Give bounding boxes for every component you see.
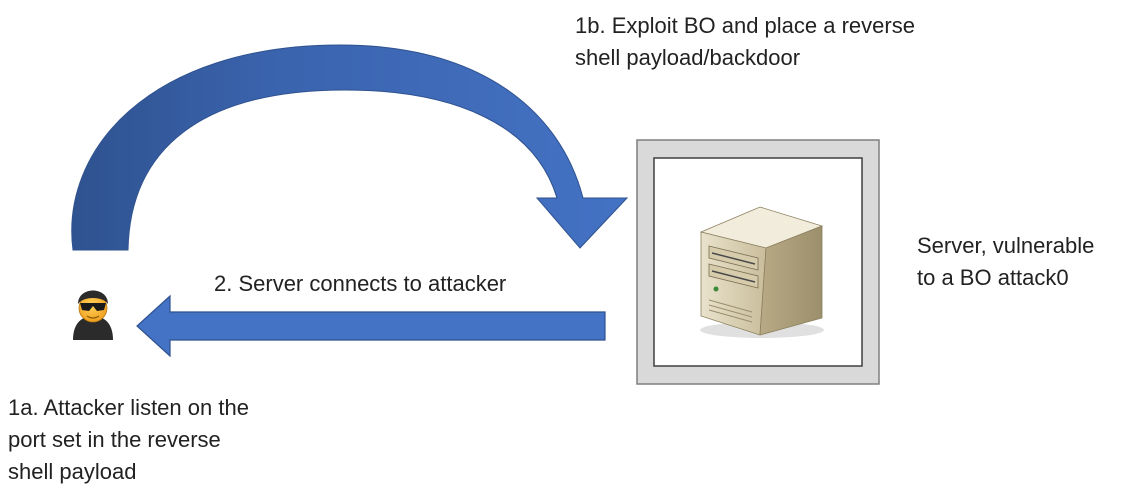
exploit-curved-arrow xyxy=(71,44,629,251)
exploit-step-label: 1b. Exploit BO and place a reverse shell… xyxy=(575,10,1015,74)
hacker-icon xyxy=(73,290,113,340)
attacker-step-line-3: shell payload xyxy=(8,459,137,484)
server-label-line-2: to a BO attack0 xyxy=(917,265,1069,290)
connect-step-text: 2. Server connects to attacker xyxy=(214,271,507,296)
server-label-line-1: Server, vulnerable xyxy=(917,233,1095,258)
exploit-step-line-2: shell payload/backdoor xyxy=(575,45,801,70)
attacker-step-line-1: 1a. Attacker listen on the xyxy=(8,395,249,420)
exploit-step-line-1: 1b. Exploit BO and place a reverse xyxy=(575,13,915,38)
attacker-step-line-2: port set in the reverse xyxy=(8,427,221,452)
server-label: Server, vulnerable to a BO attack0 xyxy=(917,230,1117,294)
server-tower-icon xyxy=(699,206,824,338)
attacker-step-label: 1a. Attacker listen on the port set in t… xyxy=(8,392,308,488)
connect-arrow xyxy=(136,294,606,358)
connect-step-label: 2. Server connects to attacker xyxy=(214,268,506,300)
